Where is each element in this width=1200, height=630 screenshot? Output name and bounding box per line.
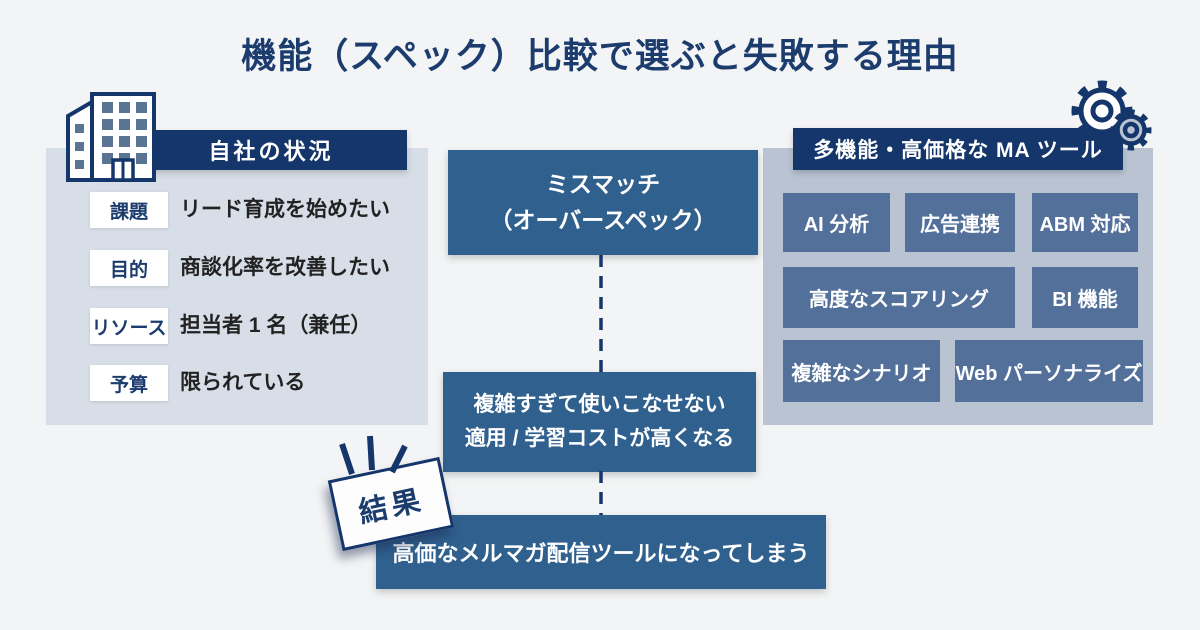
- company-row-goal: 目的 商談化率を改善したい: [46, 250, 428, 286]
- mismatch-line2: （オーバースペック）: [489, 206, 717, 233]
- row-text-budget: 限られている: [180, 371, 306, 394]
- feature-chip-abm: ABM 対応: [1032, 193, 1138, 252]
- page-title: 機能（スペック）比較で選ぶと失敗する理由: [241, 37, 959, 76]
- company-row-resource: リソース 担当者 1 名（兼任）: [46, 308, 428, 344]
- gears-icon: [1071, 80, 1152, 151]
- building-icon: [66, 92, 156, 182]
- row-label-issue: 課題: [90, 192, 168, 228]
- row-label-budget: 予算: [90, 365, 168, 401]
- row-text-goal: 商談化率を改善したい: [180, 256, 390, 279]
- feature-chip-ai: AI 分析: [783, 193, 890, 252]
- company-panel-header: 自社の状況: [135, 130, 407, 170]
- emphasis-lines-icon: [339, 435, 408, 475]
- dashed-connector-bottom: [599, 471, 603, 517]
- feature-chip-ads: 広告連携: [905, 193, 1015, 252]
- dashed-connector-top: [599, 255, 603, 373]
- company-row-budget: 予算 限られている: [46, 365, 428, 401]
- feature-chip-scoring: 高度なスコアリング: [783, 267, 1015, 328]
- ma-tool-panel: AI 分析 広告連携 ABM 対応 高度なスコアリング BI 機能 複雑なシナリ…: [763, 148, 1153, 425]
- mismatch-box: ミスマッチ （オーバースペック）: [448, 150, 758, 255]
- problem-box: 複雑すぎて使いこなせない 適用 / 学習コストが高くなる: [443, 372, 756, 472]
- row-label-resource: リソース: [90, 308, 168, 344]
- result-text: 高価なメルマガ配信ツールになってしまう: [392, 541, 810, 566]
- feature-chip-bi: BI 機能: [1032, 267, 1138, 328]
- ma-tool-panel-header: 多機能・高価格な MA ツール: [793, 128, 1123, 170]
- company-panel: 課題 リード育成を始めたい 目的 商談化率を改善したい リソース 担当者 1 名…: [46, 148, 428, 425]
- problem-line2: 適用 / 学習コストが高くなる: [464, 427, 735, 450]
- problem-line1: 複雑すぎて使いこなせない: [473, 393, 726, 417]
- feature-chip-web: Web パーソナライズ: [955, 340, 1143, 402]
- result-box: 高価なメルマガ配信ツールになってしまう: [376, 515, 826, 589]
- row-text-resource: 担当者 1 名（兼任）: [180, 314, 372, 337]
- mismatch-line1: ミスマッチ: [545, 170, 661, 197]
- feature-chip-scenario: 複雑なシナリオ: [783, 340, 940, 402]
- company-row-issue: 課題 リード育成を始めたい: [46, 192, 428, 228]
- row-text-issue: リード育成を始めたい: [180, 198, 390, 221]
- row-label-goal: 目的: [90, 250, 168, 286]
